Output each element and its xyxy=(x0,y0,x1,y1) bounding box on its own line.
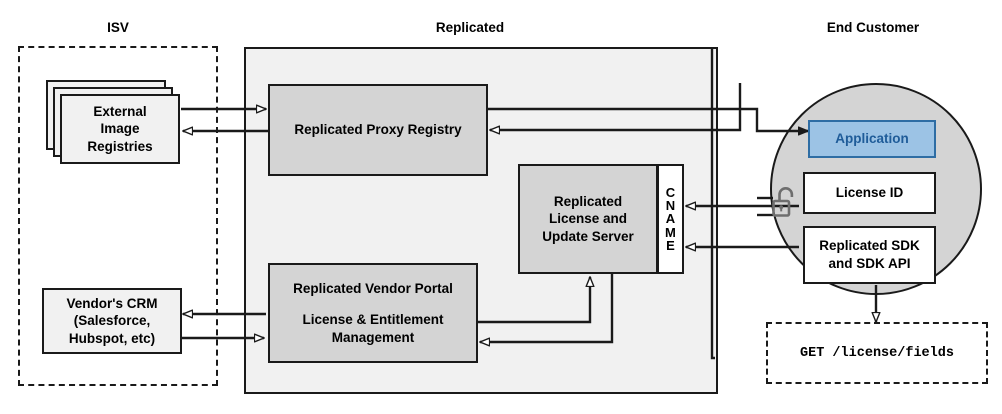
node-replicated-proxy-registry[interactable]: Replicated Proxy Registry xyxy=(268,84,488,176)
node-vendors-crm[interactable]: Vendor's CRM (Salesforce, Hubspot, etc) xyxy=(42,288,182,354)
node-label: External Image Registries xyxy=(87,103,153,154)
zone-label-isv: ISV xyxy=(107,20,129,35)
sdk-label-line1: Replicated SDK xyxy=(819,238,920,254)
cname-letter-m: M xyxy=(664,224,677,240)
node-label: Replicated Proxy Registry xyxy=(294,122,462,138)
cname-letter-a: A xyxy=(665,211,676,227)
node-external-image-registries[interactable]: External Image Registries xyxy=(60,94,180,164)
vendor-portal-title: Replicated Vendor Portal xyxy=(293,280,453,296)
zone-label-end-customer: End Customer xyxy=(826,20,920,35)
zone-label-replicated: Replicated xyxy=(435,20,505,35)
node-cname[interactable]: C N A M E xyxy=(657,164,684,274)
unlocked-padlock-icon xyxy=(772,187,794,217)
node-api-request[interactable]: GET /license/fields xyxy=(766,322,988,384)
node-label: License ID xyxy=(835,185,904,201)
node-replicated-sdk[interactable]: Replicated SDK and SDK API xyxy=(803,226,936,284)
api-request-label: GET /license/fields xyxy=(800,345,954,361)
node-label: Application xyxy=(835,131,909,147)
sdk-label-line2: and SDK API xyxy=(828,256,911,271)
node-label: Replicated License and Update Server xyxy=(542,193,634,244)
node-license-update-server[interactable]: Replicated License and Update Server xyxy=(518,164,658,274)
vendor-portal-subtitle-line2: Management xyxy=(331,329,415,345)
node-license-id[interactable]: License ID xyxy=(803,172,936,214)
cname-letter-e: E xyxy=(666,237,675,253)
node-replicated-vendor-portal[interactable]: Replicated Vendor Portal License & Entit… xyxy=(268,263,478,363)
node-label: Vendor's CRM (Salesforce, Hubspot, etc) xyxy=(66,295,158,346)
cname-letter-n: N xyxy=(665,198,676,214)
cname-letter-c: C xyxy=(665,184,676,200)
zone-isv xyxy=(18,46,218,386)
node-application[interactable]: Application xyxy=(808,120,936,158)
vendor-portal-subtitle-line1: License & Entitlement xyxy=(302,312,444,328)
